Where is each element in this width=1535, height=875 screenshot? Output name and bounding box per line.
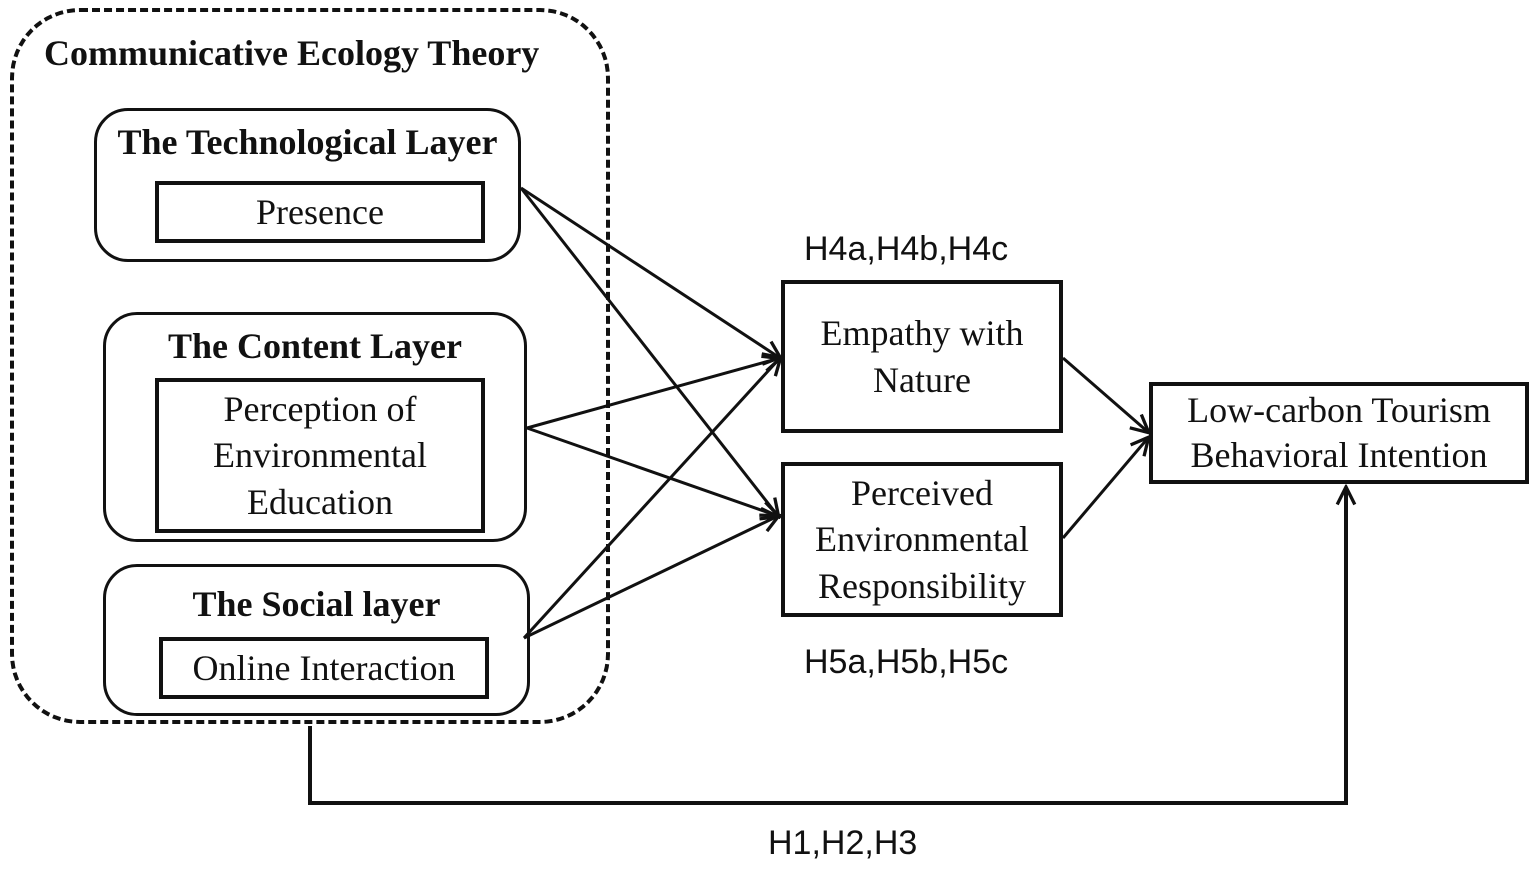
online-interaction-label: Online Interaction xyxy=(192,647,456,688)
technological-layer: The Technological Layer Presence xyxy=(94,108,521,262)
social-layer: The Social layer Online Interaction xyxy=(103,564,530,716)
responsibility-line-2: Environmental xyxy=(815,519,1029,560)
environmental-education-box: Perception of Environmental Education xyxy=(155,378,485,533)
presence-box: Presence xyxy=(155,181,485,243)
environmental-education-line-3: Education xyxy=(247,481,393,522)
arrow-social-to-empathy xyxy=(522,358,780,640)
hypothesis-h1-h3-label: H1,H2,H3 xyxy=(768,824,918,862)
environmental-education-line-2: Environmental xyxy=(213,435,427,476)
social-layer-title: The Social layer xyxy=(192,584,441,624)
theory-group-title: Communicative Ecology Theory xyxy=(44,33,540,73)
empathy-with-nature-box: Empathy with Nature xyxy=(781,280,1063,433)
presence-label: Presence xyxy=(256,191,384,232)
responsibility-line-3: Responsibility xyxy=(817,565,1027,606)
arrow-direct-path xyxy=(308,488,1346,805)
outcome-line-1: Low-carbon Tourism xyxy=(1187,390,1491,430)
environmental-responsibility-box: Perceived Environmental Responsibility xyxy=(781,462,1063,617)
arrow-content-to-responsibility xyxy=(526,426,778,516)
empathy-line-2: Nature xyxy=(873,359,971,400)
responsibility-line-1: Perceived xyxy=(851,473,993,514)
arrow-empathy-to-outcome xyxy=(1062,356,1148,432)
hypothesis-h4-label: H4a,H4b,H4c xyxy=(804,230,1009,268)
content-layer: The Content Layer Perception of Environm… xyxy=(103,312,527,542)
online-interaction-box: Online Interaction xyxy=(159,637,489,699)
low-carbon-intention-box: Low-carbon Tourism Behavioral Intention xyxy=(1149,382,1529,484)
technological-layer-title: The Technological Layer xyxy=(117,122,498,162)
empathy-line-1: Empathy with xyxy=(820,313,1024,354)
arrow-content-to-empathy xyxy=(526,358,780,430)
arrow-tech-to-responsibility xyxy=(519,187,778,516)
content-layer-title: The Content Layer xyxy=(168,326,462,366)
arrow-social-to-responsibility xyxy=(523,516,778,640)
environmental-education-line-1: Perception of xyxy=(223,389,417,430)
hypothesis-h5-label: H5a,H5b,H5c xyxy=(804,643,1009,681)
arrow-tech-to-empathy xyxy=(520,186,780,358)
theory-group-outline xyxy=(10,8,610,724)
outcome-line-2: Behavioral Intention xyxy=(1190,435,1488,475)
arrow-responsibility-to-outcome xyxy=(1061,438,1148,539)
